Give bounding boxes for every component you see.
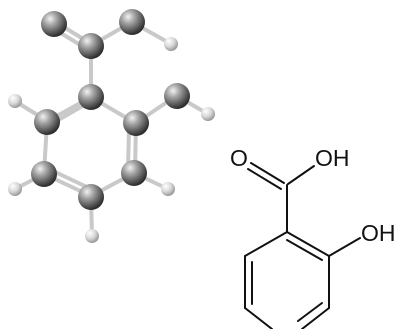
formula-bond-co-a bbox=[250, 162, 285, 184]
hydrogen-atom bbox=[8, 94, 22, 108]
formula-ring-edge bbox=[286, 231, 330, 257]
carbon-atom bbox=[34, 109, 60, 135]
carbon-atom bbox=[121, 160, 147, 186]
oxygen-atom bbox=[41, 11, 67, 37]
hydrogen-atom bbox=[201, 107, 215, 121]
formula-bond-c-oh bbox=[287, 165, 315, 185]
label-phenol-hydroxyl: OH bbox=[361, 220, 396, 246]
label-carboxyl-hydroxyl: OH bbox=[315, 145, 350, 171]
formula-bond-co-b bbox=[247, 168, 282, 190]
formula-ring-edge bbox=[244, 307, 273, 329]
structural-formula bbox=[244, 162, 361, 329]
model-atoms bbox=[8, 9, 215, 243]
hydrogen-atom bbox=[164, 37, 178, 51]
oxygen-atom bbox=[119, 9, 145, 35]
hydrogen-atom bbox=[8, 182, 22, 196]
bond-ring-5b bbox=[49, 168, 91, 190]
hydrogen-atom bbox=[85, 229, 99, 243]
hydrogen-atom bbox=[161, 182, 175, 196]
formula-ring-edge-inner bbox=[297, 302, 323, 322]
formula-ring-edge bbox=[244, 231, 288, 257]
carbon-atom bbox=[31, 161, 57, 187]
ball-and-stick-model bbox=[8, 9, 215, 243]
formula-atom-labels: O OH OH bbox=[230, 145, 396, 246]
carbon-atom bbox=[78, 33, 104, 59]
oxygen-atom bbox=[164, 83, 190, 109]
label-carbonyl-oxygen: O bbox=[230, 145, 248, 171]
carbon-atom bbox=[123, 110, 149, 136]
formula-bond-ring-oh bbox=[328, 237, 361, 257]
carbon-atom bbox=[78, 84, 104, 110]
formula-ring-edge bbox=[301, 307, 330, 329]
formula-ring-edge-inner bbox=[286, 239, 323, 261]
carbon-atom bbox=[78, 184, 104, 210]
